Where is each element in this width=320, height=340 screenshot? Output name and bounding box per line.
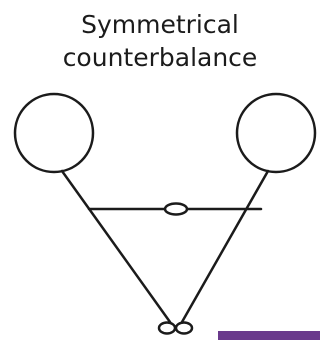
left-weight-circle: [13, 92, 95, 174]
diagram-title: Symmetrical counterbalance: [0, 8, 320, 74]
accent-bar: [218, 331, 320, 340]
center-joint-ellipse: [163, 202, 189, 216]
left-arm-line: [60, 169, 172, 324]
pivot-right-link: [174, 321, 194, 335]
right-arm-line: [180, 169, 270, 324]
title-line-2: counterbalance: [62, 43, 258, 72]
right-weight-circle: [235, 92, 317, 174]
title-line-1: Symmetrical: [81, 10, 239, 39]
pivot-left-link: [157, 321, 177, 335]
